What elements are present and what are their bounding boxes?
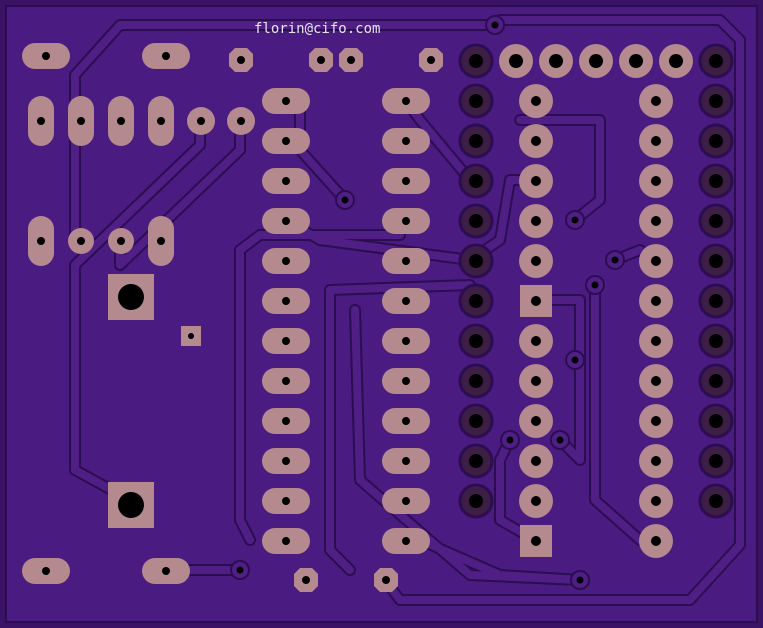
oval-pad <box>148 216 174 266</box>
oval-pad <box>22 558 70 584</box>
dip-right-column <box>382 88 430 554</box>
oval-pad <box>142 558 190 584</box>
oval-pad <box>22 43 70 69</box>
vias <box>230 15 625 590</box>
oval-pad <box>28 96 54 146</box>
oval-pad <box>148 96 174 146</box>
mount-pads <box>108 274 201 528</box>
silkscreen-text: florin@cifo.com <box>254 21 380 37</box>
vertical-pads <box>28 96 174 266</box>
oval-pad <box>28 216 54 266</box>
oval-pad <box>108 96 134 146</box>
oval-pad <box>142 43 190 69</box>
oval-pad <box>68 96 94 146</box>
oval-pads <box>22 43 190 584</box>
dip-left-column <box>262 88 310 554</box>
